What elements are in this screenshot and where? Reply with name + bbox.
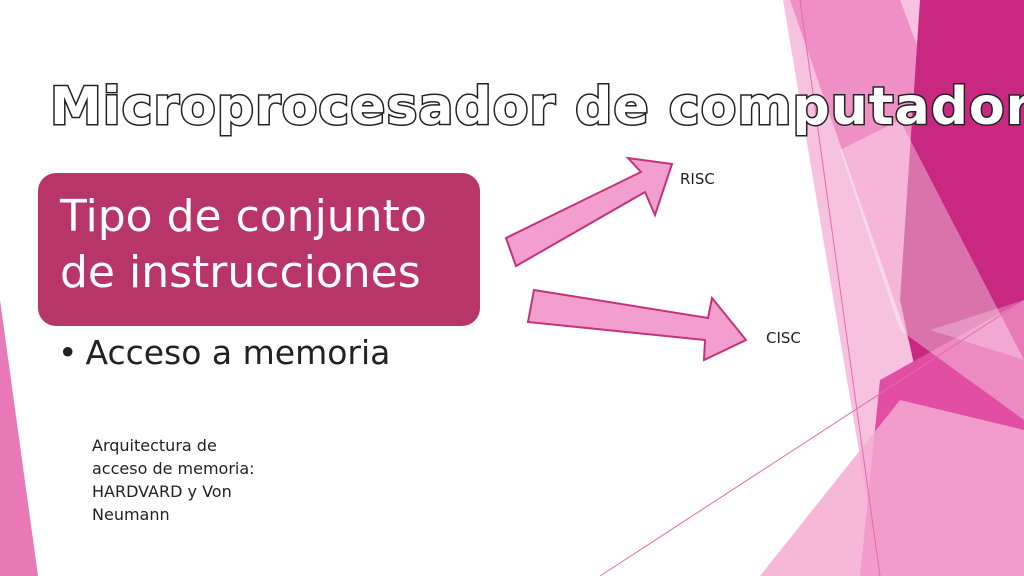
instruction-set-label: Tipo de conjunto de instrucciones [60, 191, 427, 298]
arrow-to-risc-icon [504, 156, 674, 268]
instruction-set-box: Tipo de conjunto de instrucciones [38, 173, 480, 326]
bullet-icon: • [58, 333, 78, 372]
arrow-to-cisc-icon [526, 288, 748, 362]
page-title: Microprocesador de computadora [49, 76, 1024, 139]
bullet-text: Acceso a memoria [85, 333, 391, 372]
bullet-item: •Acceso a memoria [58, 330, 390, 376]
cisc-label: CISC [766, 329, 801, 347]
risc-label: RISC [680, 170, 715, 188]
architecture-note: Arquitectura de acceso de memoria: HARDV… [92, 436, 255, 524]
